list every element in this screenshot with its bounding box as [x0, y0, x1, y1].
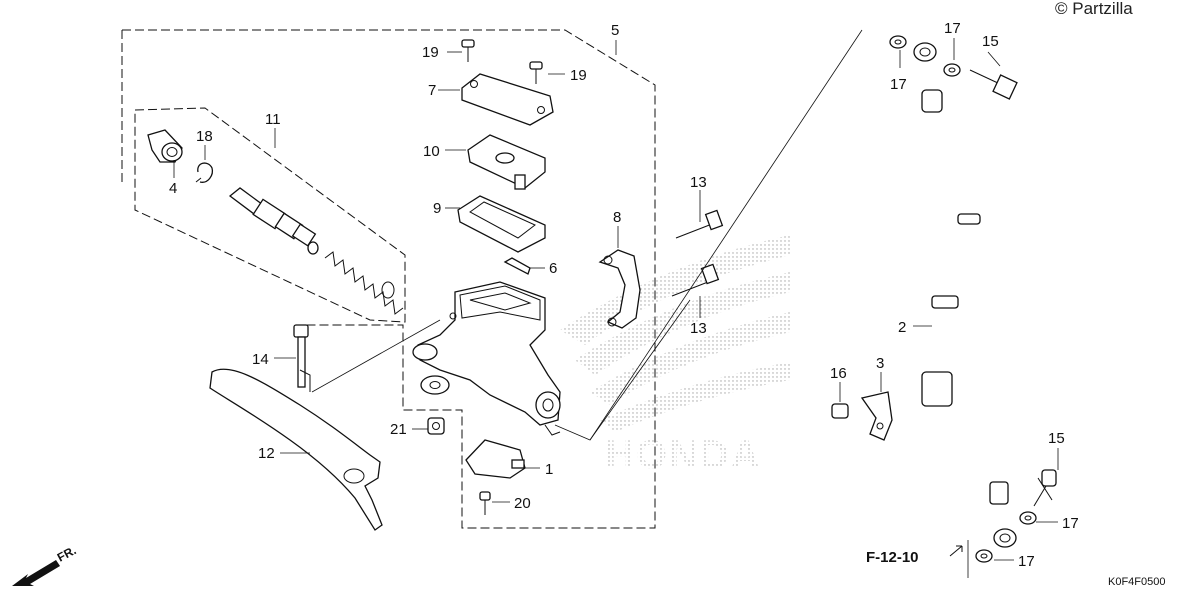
callout-5: 5	[611, 22, 619, 39]
part-16-bolt	[831, 403, 849, 419]
clamp-leader	[554, 299, 691, 441]
assembly-11-outline	[134, 107, 406, 323]
part-15-bolt-lower	[1033, 469, 1057, 507]
copyright-label: © Partzilla	[1055, 0, 1133, 18]
callout-11: 11	[265, 111, 281, 128]
callout-4: 4	[169, 180, 177, 197]
hose-leader-upper	[589, 29, 863, 441]
part-7-reservoir-cap	[461, 73, 554, 126]
part-15-bolt-upper	[969, 69, 1018, 100]
callout-leaders	[173, 38, 1059, 561]
part-1-stop-switch	[465, 439, 526, 479]
callout-8: 8	[613, 209, 621, 226]
part-17-washer-c	[1019, 511, 1037, 525]
callout-19-a: 19	[422, 44, 439, 61]
callout-12: 12	[258, 445, 275, 462]
callout-3: 3	[876, 355, 884, 372]
assembly-5-outline	[122, 29, 656, 529]
callout-15-b: 15	[1048, 430, 1065, 447]
callout-2: 2	[898, 319, 906, 336]
callout-18: 18	[196, 128, 213, 145]
part-17-washer-a	[889, 35, 907, 49]
reference-label: F-12-10	[866, 549, 919, 566]
part-14-pivot-bolt	[293, 324, 311, 392]
drawing-code: K0F4F0500	[1108, 576, 1165, 588]
callout-7: 7	[428, 82, 436, 99]
return-spring	[324, 251, 404, 315]
callout-17-c: 17	[1062, 515, 1079, 532]
part-3-clamp	[860, 391, 893, 441]
callout-15-a: 15	[982, 33, 999, 50]
callout-17-d: 17	[1018, 553, 1035, 570]
reference-arrow	[949, 545, 963, 557]
piston-assembly	[228, 187, 319, 255]
part-19-screw-a	[461, 39, 475, 62]
part-6-float	[503, 257, 531, 275]
callout-14: 14	[252, 351, 269, 368]
part-17-washer-b	[943, 63, 961, 77]
part-master-cylinder	[412, 281, 561, 436]
part-17-washer-d	[975, 549, 993, 563]
callout-21: 21	[390, 421, 407, 438]
callout-17-a: 17	[890, 76, 907, 93]
callout-10: 10	[423, 143, 440, 160]
callout-13-b: 13	[690, 320, 707, 337]
callout-6: 6	[549, 260, 557, 277]
front-label: FR.	[55, 543, 79, 564]
part-20-screw	[479, 491, 491, 515]
part-18-circlip	[195, 162, 214, 183]
honda-wing-watermark: HONDA	[560, 235, 790, 477]
honda-watermark-text: HONDA	[605, 433, 762, 477]
part-19-screw-b	[529, 61, 543, 84]
callout-1: 1	[545, 461, 553, 478]
part-9-diaphragm	[457, 195, 546, 253]
callout-13-a: 13	[690, 174, 707, 191]
part-2-brake-hose	[913, 42, 1017, 548]
part-21-nut	[427, 417, 445, 435]
part-12-brake-lever	[209, 368, 383, 531]
part-8-holder	[598, 249, 641, 329]
callout-9: 9	[433, 200, 441, 217]
part-10-diaphragm-plate	[467, 134, 546, 190]
callout-17-b: 17	[944, 20, 961, 37]
callout-20: 20	[514, 495, 531, 512]
part-4-boot	[147, 129, 183, 163]
callout-19-b: 19	[570, 67, 587, 84]
pivot-leader	[311, 319, 441, 393]
callout-16: 16	[830, 365, 847, 382]
front-arrow-icon: FR.	[12, 543, 78, 586]
part-13-bolt-upper	[675, 209, 724, 239]
